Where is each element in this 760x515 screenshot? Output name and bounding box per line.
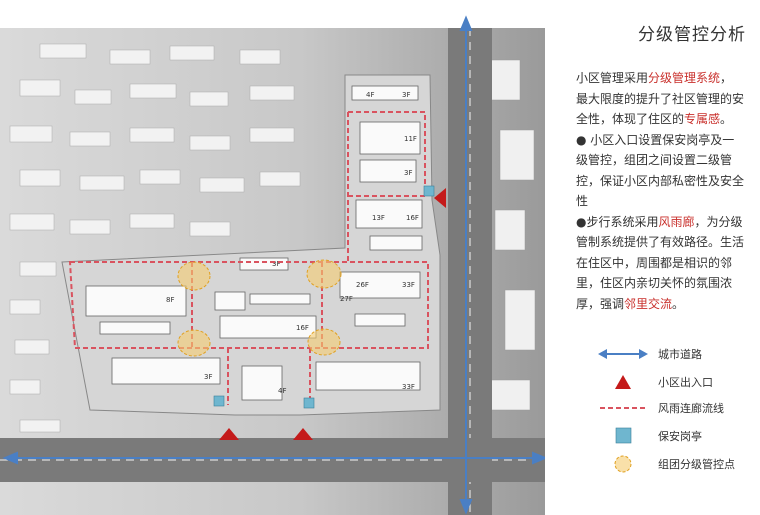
label-3f-north: 3F bbox=[402, 91, 410, 99]
legend-item-entrance: 小区出入口 bbox=[598, 371, 758, 393]
label-8f: 8F bbox=[166, 296, 174, 304]
description-text: 小区管理采用分级管理系统，最大限度的提升了社区管理的安全性，体现了住区的专属感。… bbox=[576, 71, 745, 311]
legend-label: 保安岗亭 bbox=[658, 430, 702, 443]
double-arrow-icon bbox=[598, 349, 648, 359]
label-16f-center: 16F bbox=[296, 324, 309, 332]
label-13f: 13F bbox=[372, 214, 385, 222]
label-16f-east: 16F bbox=[406, 214, 419, 222]
label-4f-south: 4F bbox=[278, 387, 286, 395]
covered-walkway-route bbox=[68, 111, 429, 405]
label-3f-center: 3F bbox=[272, 260, 280, 268]
triangle-icon bbox=[615, 375, 631, 389]
legend-label: 风雨连廊流线 bbox=[658, 402, 724, 415]
residential-buildings bbox=[85, 85, 423, 401]
context-buildings bbox=[9, 43, 301, 433]
label-33f-south: 33F bbox=[402, 383, 415, 391]
legend-label: 城市道路 bbox=[658, 348, 702, 361]
label-11f: 11F bbox=[404, 135, 417, 143]
context-buildings-right bbox=[489, 59, 536, 411]
entrance-markers bbox=[219, 188, 446, 440]
legend-label: 小区出入口 bbox=[658, 376, 713, 389]
label-26f: 26F bbox=[356, 281, 369, 289]
site-plan-map: 4F 3F 11F 3F 13F 16F 3F 26F 33F 27F 8F 1… bbox=[0, 15, 545, 515]
dashed-line-icon bbox=[600, 407, 646, 409]
legend-item-control-point: 组团分级管控点 bbox=[598, 453, 758, 475]
legend-label: 组团分级管控点 bbox=[658, 458, 735, 471]
label-27f: 27F bbox=[340, 295, 353, 303]
group-control-points bbox=[177, 259, 342, 357]
legend-item-security-booth: 保安岗亭 bbox=[598, 425, 758, 447]
label-33f-east: 33F bbox=[402, 281, 415, 289]
square-icon bbox=[615, 427, 632, 444]
security-booths bbox=[213, 185, 435, 409]
label-4f-north: 4F bbox=[366, 91, 374, 99]
page-title: 分级管控分析 bbox=[638, 25, 746, 45]
legend-item-city-road: 城市道路 bbox=[598, 343, 758, 365]
building-labels: 4F 3F 11F 3F 13F 16F 3F 26F 33F 27F 8F 1… bbox=[166, 91, 419, 395]
legend-item-walkway: 风雨连廊流线 bbox=[598, 397, 758, 419]
city-road-arrows bbox=[2, 15, 545, 515]
label-3f-south: 3F bbox=[204, 373, 212, 381]
label-3f-mid: 3F bbox=[404, 169, 412, 177]
dashed-circle-icon bbox=[614, 455, 632, 473]
